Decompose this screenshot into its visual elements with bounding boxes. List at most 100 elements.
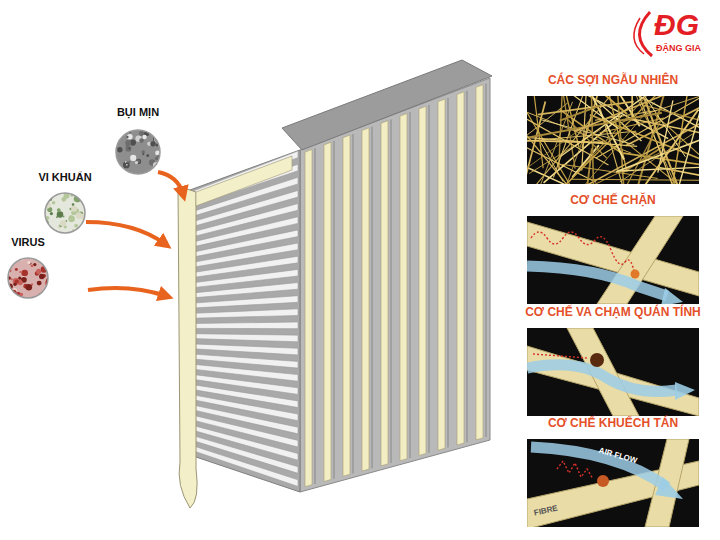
- particle: [158, 170, 161, 173]
- particle: [597, 475, 609, 487]
- fibre: [659, 101, 699, 184]
- sample-ground: [5, 250, 51, 302]
- pleat: [193, 296, 298, 308]
- particle: [71, 206, 77, 212]
- separator-strip: [324, 142, 331, 481]
- fibre: [574, 96, 699, 132]
- particle-path: [557, 461, 593, 479]
- pleat-line: [390, 120, 391, 464]
- particle: [135, 161, 138, 164]
- particle: [46, 294, 48, 296]
- particle: [39, 274, 45, 280]
- hepa-filter: [178, 60, 492, 508]
- fibre: [532, 96, 543, 168]
- particle: [81, 193, 84, 196]
- particle: [57, 211, 64, 218]
- particle: [7, 258, 10, 261]
- particle: [117, 147, 122, 152]
- mechanism-panel: CƠ CHẾ VA CHẠM QUÁN TÍNH: [510, 302, 716, 416]
- particle: [7, 288, 10, 291]
- particle: [631, 270, 640, 279]
- separator-strip: [438, 99, 445, 450]
- flow-head: [675, 382, 695, 400]
- particle: [37, 281, 42, 286]
- particle: [31, 264, 34, 267]
- particle: [116, 134, 120, 138]
- particle: [72, 203, 75, 206]
- particle: [126, 161, 128, 163]
- sample-label: VI KHUẨN: [38, 170, 91, 184]
- particle: [33, 263, 36, 266]
- particle: [56, 216, 58, 218]
- flow-head: [655, 477, 683, 499]
- separator-strip: [400, 113, 407, 460]
- sample-image: [113, 120, 163, 176]
- logo-swoosh: [634, 18, 644, 54]
- fibre: [658, 100, 673, 172]
- air-flow: [527, 266, 667, 296]
- flow-head: [661, 288, 683, 304]
- fibre: [538, 96, 618, 128]
- particle: [44, 259, 49, 264]
- particle: [118, 128, 124, 134]
- sample-image: [5, 250, 51, 302]
- pleat: [193, 322, 298, 329]
- fibre: [659, 167, 699, 181]
- particle: [157, 167, 160, 170]
- pleat-line: [409, 112, 410, 458]
- particle: [36, 269, 41, 274]
- particle: [49, 191, 53, 195]
- contaminant-sample: VIRUS: [0, 232, 56, 302]
- particle: [48, 264, 51, 268]
- particle: [57, 208, 61, 212]
- particle: [46, 264, 51, 269]
- particle: [127, 134, 133, 140]
- particle: [63, 216, 65, 218]
- particle: [125, 161, 127, 163]
- separator-strip: [381, 121, 388, 466]
- particle: [75, 231, 79, 235]
- particle: [46, 194, 49, 197]
- air-flow: [527, 365, 677, 392]
- fibre: [601, 110, 698, 184]
- particle: [590, 353, 604, 367]
- filter-frame: [178, 186, 197, 508]
- particle: [150, 141, 155, 146]
- pleat-line: [371, 127, 372, 469]
- particle: [27, 261, 30, 264]
- particle: [42, 229, 47, 234]
- particle: [142, 135, 146, 139]
- particle: [139, 138, 144, 143]
- air-flow: [531, 447, 667, 487]
- particle: [83, 193, 87, 197]
- separator-strip: [457, 92, 464, 445]
- particle: [130, 155, 136, 161]
- particle: [19, 271, 21, 273]
- sample-ground: [113, 120, 163, 176]
- fibre: [671, 96, 690, 184]
- separator-strip: [343, 135, 350, 476]
- pleat: [193, 309, 298, 318]
- filter-face: [190, 150, 300, 492]
- pleat-line: [428, 105, 429, 453]
- particle: [46, 290, 51, 295]
- fibre: [562, 164, 658, 178]
- particle: [6, 287, 8, 289]
- fibre: [527, 119, 608, 165]
- particle: [43, 225, 46, 228]
- sample-image: [42, 185, 88, 237]
- particle: [141, 150, 145, 154]
- fibre: [582, 96, 589, 171]
- panel-ground: [527, 216, 699, 304]
- particle: [7, 293, 10, 296]
- separator-strip: [362, 128, 369, 471]
- logo-swoosh: [639, 12, 652, 56]
- pleat-line: [333, 141, 334, 479]
- particle: [159, 169, 163, 175]
- particle: [128, 161, 130, 163]
- particle: [125, 140, 131, 146]
- particle: [74, 224, 78, 228]
- sample-ground: [42, 185, 88, 237]
- pleat: [193, 385, 298, 408]
- particle: [50, 212, 53, 215]
